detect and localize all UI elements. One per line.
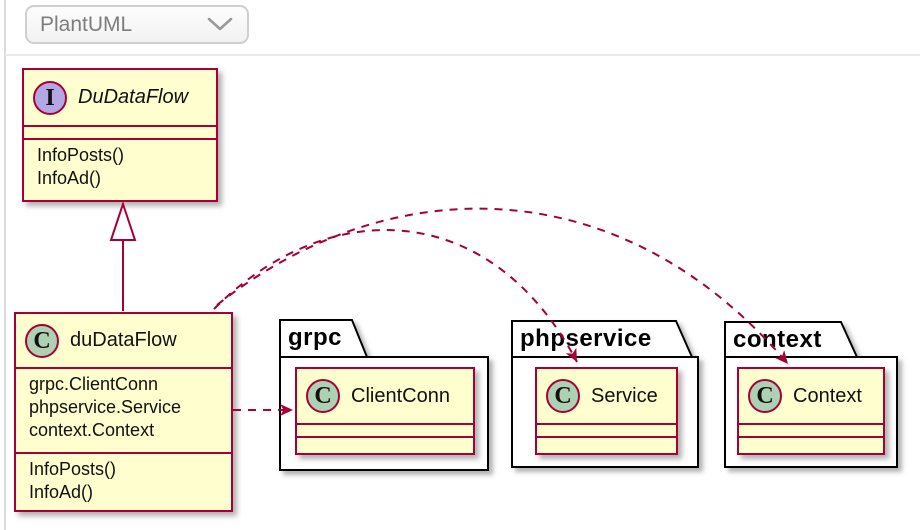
methods-compartment: InfoPosts() InfoAd() [16, 454, 231, 510]
empty-methods-compartment [537, 438, 676, 453]
interface-circle-icon: I [33, 80, 67, 115]
package-label-grpc: grpc [288, 324, 343, 351]
compartment-separator [24, 138, 216, 140]
compartment-separator [297, 423, 473, 425]
empty-fields-compartment [297, 425, 473, 436]
compartment-separator [537, 423, 676, 425]
method-row: InfoPosts() [29, 459, 117, 479]
method-row: InfoAd() [29, 482, 94, 502]
method-row: InfoAd() [37, 168, 102, 188]
compartment-separator [297, 436, 473, 438]
class-name: Service [591, 384, 658, 407]
empty-fields-compartment [537, 425, 676, 436]
class-name: duDataFlow [70, 329, 177, 351]
fields-compartment: grpc.ClientConn phpservice.Service conte… [16, 369, 231, 452]
compartment-separator [24, 125, 216, 127]
compartment-separator [739, 423, 883, 425]
empty-fields-compartment [24, 127, 216, 138]
class-header: C duDataFlow [16, 314, 231, 367]
diagram-type-dropdown[interactable]: PlantUML [25, 5, 249, 44]
class-header: C ClientConn [297, 369, 473, 423]
class-name: ClientConn [351, 384, 450, 407]
class-circle-icon: C [748, 379, 782, 413]
class-circle-icon: C [306, 379, 340, 413]
compartment-separator [16, 367, 231, 369]
empty-methods-compartment [739, 438, 883, 453]
field-row: phpservice.Service [29, 397, 182, 417]
interface-header: I DuDataFlow [24, 70, 216, 125]
class-header: C Context [739, 369, 883, 423]
package-label-context: context [733, 326, 822, 353]
interface-dudataflow-box: I DuDataFlow InfoPosts() InfoAd() [22, 68, 218, 202]
class-context-box: C Context [737, 367, 885, 455]
compartment-separator [739, 436, 883, 438]
diagram-type-dropdown-label: PlantUML [40, 12, 133, 36]
package-label-phpservice: phpservice [520, 325, 652, 352]
compartment-separator [16, 452, 231, 454]
class-circle-icon: C [546, 379, 580, 413]
class-header: C Service [537, 369, 676, 423]
class-dudataflow-box: C duDataFlow grpc.ClientConn phpservice.… [14, 312, 233, 512]
class-clientconn-box: C ClientConn [295, 367, 475, 455]
class-name: Context [793, 384, 862, 407]
toolbar-divider [5, 54, 920, 56]
empty-fields-compartment [739, 425, 883, 436]
interface-name: DuDataFlow [78, 86, 189, 108]
class-service-box: C Service [535, 367, 678, 455]
compartment-separator [537, 436, 676, 438]
chevron-down-icon [207, 17, 233, 31]
field-row: context.Context [29, 420, 155, 440]
field-row: grpc.ClientConn [29, 374, 159, 394]
method-row: InfoPosts() [37, 145, 125, 165]
empty-methods-compartment [297, 438, 473, 453]
panel-left-border [4, 0, 6, 530]
methods-compartment: InfoPosts() InfoAd() [24, 140, 216, 200]
class-circle-icon: C [25, 323, 59, 358]
